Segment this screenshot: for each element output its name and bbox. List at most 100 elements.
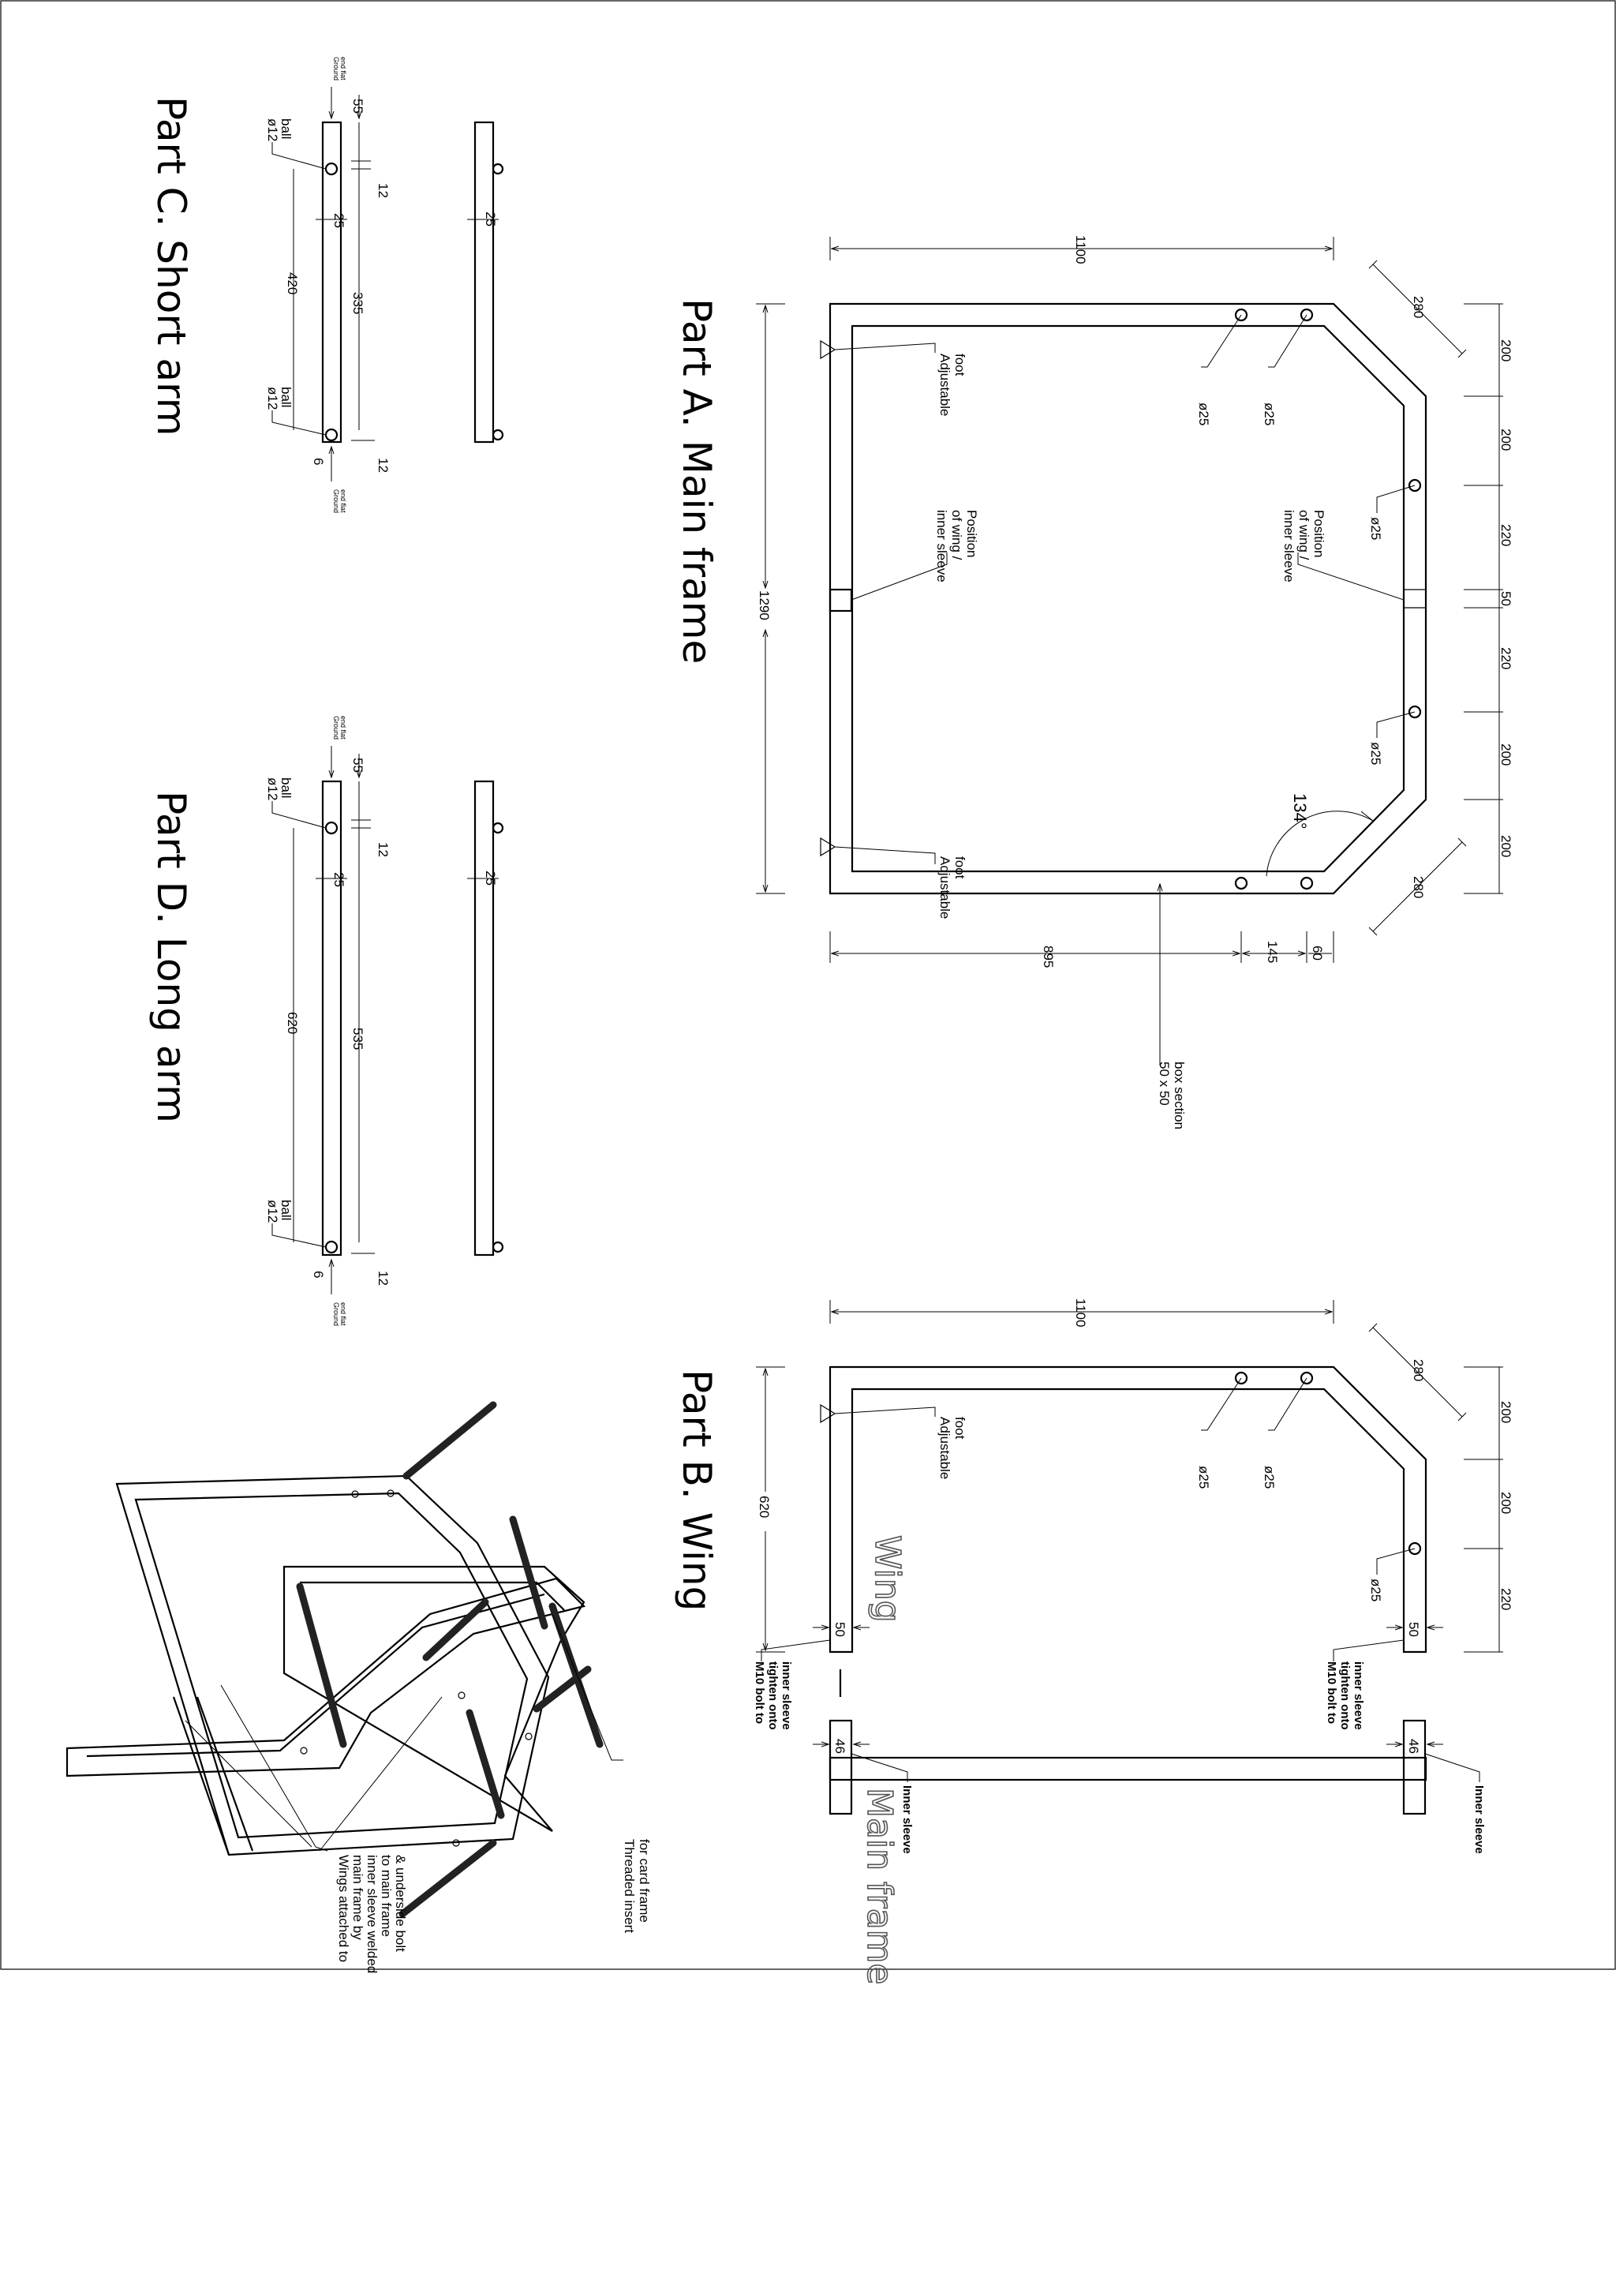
sleeve-position-box <box>829 588 853 612</box>
svg-text:55: 55 <box>350 99 365 114</box>
main-frame-outline-word: Main frame <box>859 1788 900 1985</box>
svg-text:ø25: ø25 <box>1196 403 1211 425</box>
svg-text:25: 25 <box>483 871 498 886</box>
svg-text:200: 200 <box>1498 1401 1513 1423</box>
svg-text:1100: 1100 <box>1073 1298 1088 1328</box>
svg-text:50: 50 <box>1498 591 1513 606</box>
hole-a1 <box>1234 308 1248 322</box>
iso-wing-1-outer <box>65 1577 586 1777</box>
svg-text:280: 280 <box>1411 1359 1426 1381</box>
svg-text:Position of wing /: Position of wing / inner sleeve <box>1281 510 1326 582</box>
inner-sleeve-left <box>829 1719 853 1815</box>
part-a-main-frame: Part A. Main frame 1100 1290 <box>674 235 1513 1129</box>
iso-wing-1-inner <box>86 1593 545 1758</box>
angle-arc <box>1266 811 1374 877</box>
svg-text:25: 25 <box>331 213 346 228</box>
svg-text:620: 620 <box>757 1496 772 1518</box>
wing-outer <box>829 1365 1427 1654</box>
wing-outline-word: Wing <box>867 1535 907 1623</box>
svg-text:Inner sleeve: Inner sleeve <box>1472 1785 1486 1854</box>
svg-text:220: 220 <box>1498 1588 1513 1610</box>
svg-text:50: 50 <box>832 1622 847 1637</box>
hole-b1 <box>1234 1371 1248 1385</box>
hole-a5 <box>1234 876 1248 890</box>
iso-rod-3 <box>422 1598 489 1661</box>
inner-sleeve-right <box>1402 1719 1427 1815</box>
hole-b3 <box>1408 1541 1422 1556</box>
svg-text:ø25: ø25 <box>1368 1579 1383 1601</box>
svg-text:46: 46 <box>1406 1739 1421 1754</box>
svg-text:12: 12 <box>376 458 391 473</box>
svg-text:200: 200 <box>1498 429 1513 451</box>
svg-text:50: 50 <box>1406 1622 1421 1637</box>
svg-text:M10 bolt to tighten onto: M10 bolt to tighten onto inner sleeve <box>753 1661 793 1733</box>
short-arm-side-view <box>321 121 342 444</box>
svg-text:Adjustablefoot: Adjustablefoot <box>937 1417 967 1479</box>
svg-text:220: 220 <box>1498 524 1513 546</box>
part-c-title: Part C. Short arm <box>148 96 194 436</box>
svg-text:1100: 1100 <box>1073 235 1088 264</box>
svg-text:200: 200 <box>1498 1492 1513 1514</box>
svg-text:6: 6 <box>311 458 326 465</box>
long-arm-side-view <box>321 780 342 1257</box>
svg-text:25: 25 <box>331 872 346 887</box>
svg-text:ø25: ø25 <box>1262 403 1277 425</box>
angle-label: 134° <box>1290 793 1310 830</box>
svg-text:ø25: ø25 <box>1368 742 1383 765</box>
iso-rod-7 <box>398 1839 497 1918</box>
svg-text:Groundend flat: Groundend flat <box>332 1302 347 1326</box>
svg-text:Inner sleeve: Inner sleeve <box>900 1785 914 1854</box>
part-b-wing: Part B. Wing 1100 620 200 200 220 280 <box>674 1298 1513 1985</box>
long-arm-top-view <box>473 780 495 1257</box>
svg-text:ø12ball: ø12ball <box>265 1200 294 1223</box>
iso-rod-8 <box>533 1665 592 1713</box>
svg-text:200: 200 <box>1498 743 1513 766</box>
svg-text:55: 55 <box>350 758 365 773</box>
svg-text:335: 335 <box>350 292 365 314</box>
adjustable-foot-a2 <box>820 837 836 857</box>
svg-text:12: 12 <box>376 183 391 198</box>
main-frame-strip <box>829 1756 1427 1781</box>
svg-text:895: 895 <box>1041 946 1056 968</box>
svg-text:Adjustablefoot: Adjustablefoot <box>937 856 967 919</box>
svg-text:200: 200 <box>1498 339 1513 361</box>
part-a-title: Part A. Main frame <box>674 298 720 664</box>
hole-a4 <box>1408 705 1422 719</box>
svg-text:6: 6 <box>311 1271 326 1278</box>
hole-a6 <box>1300 876 1314 890</box>
iso-wing-2-inner <box>300 1581 565 1611</box>
svg-text:Groundend flat: Groundend flat <box>332 489 347 513</box>
part-d-title: Part D. Long arm <box>148 791 194 1123</box>
main-frame-inner <box>851 324 1405 873</box>
adjustable-foot-b <box>820 1403 836 1424</box>
svg-text:60: 60 <box>1310 946 1325 961</box>
svg-text:25: 25 <box>483 212 498 227</box>
part-c-short-arm: Part C. Short arm 420 335 55 12 25 25 12… <box>148 57 504 513</box>
svg-text:ø25: ø25 <box>1262 1466 1277 1489</box>
isometric-assembly: Threaded insert for card frame Wings att… <box>65 1401 652 1973</box>
iso-main-frame-outer <box>115 1474 550 1856</box>
svg-text:M10 bolt to tighten onto: M10 bolt to tighten onto inner sleeve <box>1325 1661 1365 1733</box>
svg-text:ø25: ø25 <box>1368 517 1383 540</box>
hole-b2 <box>1300 1371 1314 1385</box>
svg-text:46: 46 <box>832 1739 847 1754</box>
iso-rod-1 <box>402 1401 497 1480</box>
svg-text:Adjustablefoot: Adjustablefoot <box>937 354 967 416</box>
svg-text:1290: 1290 <box>757 590 772 620</box>
svg-text:ø12ball: ø12ball <box>265 387 294 410</box>
part-d-long-arm: Part D. Long arm 620 535 55 12 25 25 12 … <box>148 716 504 1326</box>
svg-text:50 x 50 box section: 50 x 50 box section <box>1157 1062 1187 1129</box>
svg-text:Position of wing /: Position of wing / inner sleeve <box>934 510 979 582</box>
short-arm-top-view <box>473 121 495 444</box>
svg-text:220: 220 <box>1498 647 1513 669</box>
svg-text:535: 535 <box>350 1028 365 1050</box>
svg-text:Groundend flat: Groundend flat <box>332 716 347 740</box>
svg-text:Threaded insert for card: Threaded insert for card frame <box>622 1839 652 1937</box>
svg-text:145: 145 <box>1265 941 1280 963</box>
hole-a2 <box>1300 308 1314 322</box>
iso-rod-4 <box>509 1515 548 1630</box>
svg-text:280: 280 <box>1411 296 1426 318</box>
svg-text:200: 200 <box>1498 835 1513 857</box>
